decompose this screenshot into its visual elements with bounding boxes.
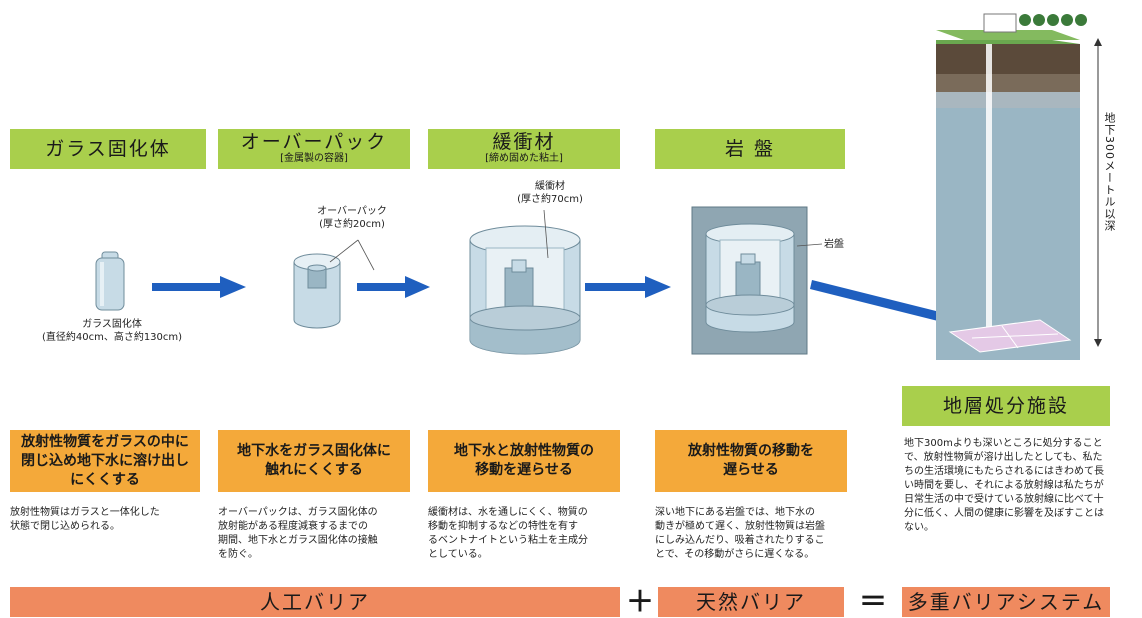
- facility-title: 地層処分施設: [942, 395, 1069, 417]
- facility-header: 地層処分施設: [902, 386, 1110, 426]
- caption-glass: ガラス固化体 (直径約40cm、高さ約130cm): [41, 319, 183, 343]
- caption-overpack: オーバーパック (厚さ約20cm): [317, 206, 387, 230]
- role-box-buffer: 地下水と放射性物質の 移動を遅らせる: [428, 430, 620, 492]
- role-box-glass: 放射性物質をガラスの中に 閉じ込め地下水に溶け出し にくくする: [10, 430, 200, 492]
- header-overpack-subtitle: [金属製の容器]: [280, 153, 348, 164]
- depth-label: 地下300メートル以深: [1103, 110, 1116, 234]
- repository-illustration: [936, 13, 1102, 360]
- header-buffer-title: 緩衝材: [492, 131, 556, 153]
- desc-overpack: オーバーパックは、ガラス固化体の 放射能がある程度減衰するまでの 期間、地下水と…: [218, 507, 378, 560]
- header-buffer-subtitle: [締め固めた粘土]: [485, 153, 563, 164]
- artificial-barrier-bar: 人工バリア: [10, 587, 620, 617]
- multi-barrier-bar: 多重バリアシステム: [902, 587, 1110, 617]
- role-box-rock: 放射性物質の移動を 遅らせる: [655, 430, 847, 492]
- rock-illustration: [691, 206, 823, 355]
- arrow-2: [357, 276, 430, 298]
- buffer-illustration: [469, 209, 581, 355]
- header-rock: 岩 盤: [655, 129, 845, 169]
- header-overpack-title: オーバーパック: [240, 131, 388, 153]
- arrow-1: [152, 276, 246, 298]
- overpack-illustration: [293, 239, 375, 329]
- role-box-overpack: 地下水をガラス固化体に 触れにくくする: [218, 430, 410, 492]
- header-rock-title: 岩 盤: [724, 138, 776, 160]
- arrow-3: [585, 276, 671, 298]
- natural-barrier-bar: 天然バリア: [658, 587, 844, 617]
- plus-sign: ＋: [625, 585, 654, 618]
- header-overpack: オーバーパック [金属製の容器]: [218, 129, 410, 169]
- desc-glass: 放射性物質はガラスと一体化した 状態で閉じ込められる。: [10, 507, 160, 532]
- header-buffer: 緩衝材 [締め固めた粘土]: [428, 129, 620, 169]
- desc-buffer: 緩衝材は、水を通しにくく、物質の 移動を抑制するなどの特性を有す るベントナイト…: [428, 507, 588, 560]
- desc-rock: 深い地下にある岩盤では、地下水の 動きが極めて遅く、放射性物質は岩盤 にしみ込ん…: [655, 507, 825, 560]
- caption-buffer: 緩衝材 (厚さ約70cm): [517, 181, 583, 205]
- header-glass: ガラス固化体: [10, 129, 206, 169]
- equals-sign: ＝: [858, 585, 887, 618]
- header-glass-title: ガラス固化体: [45, 138, 171, 160]
- glass-canister: [95, 251, 125, 311]
- caption-rock: 岩盤: [824, 239, 844, 250]
- facility-description: 地下300mよりも深いところに処分することで、放射性物質が溶け出したとしても、私…: [904, 438, 1104, 533]
